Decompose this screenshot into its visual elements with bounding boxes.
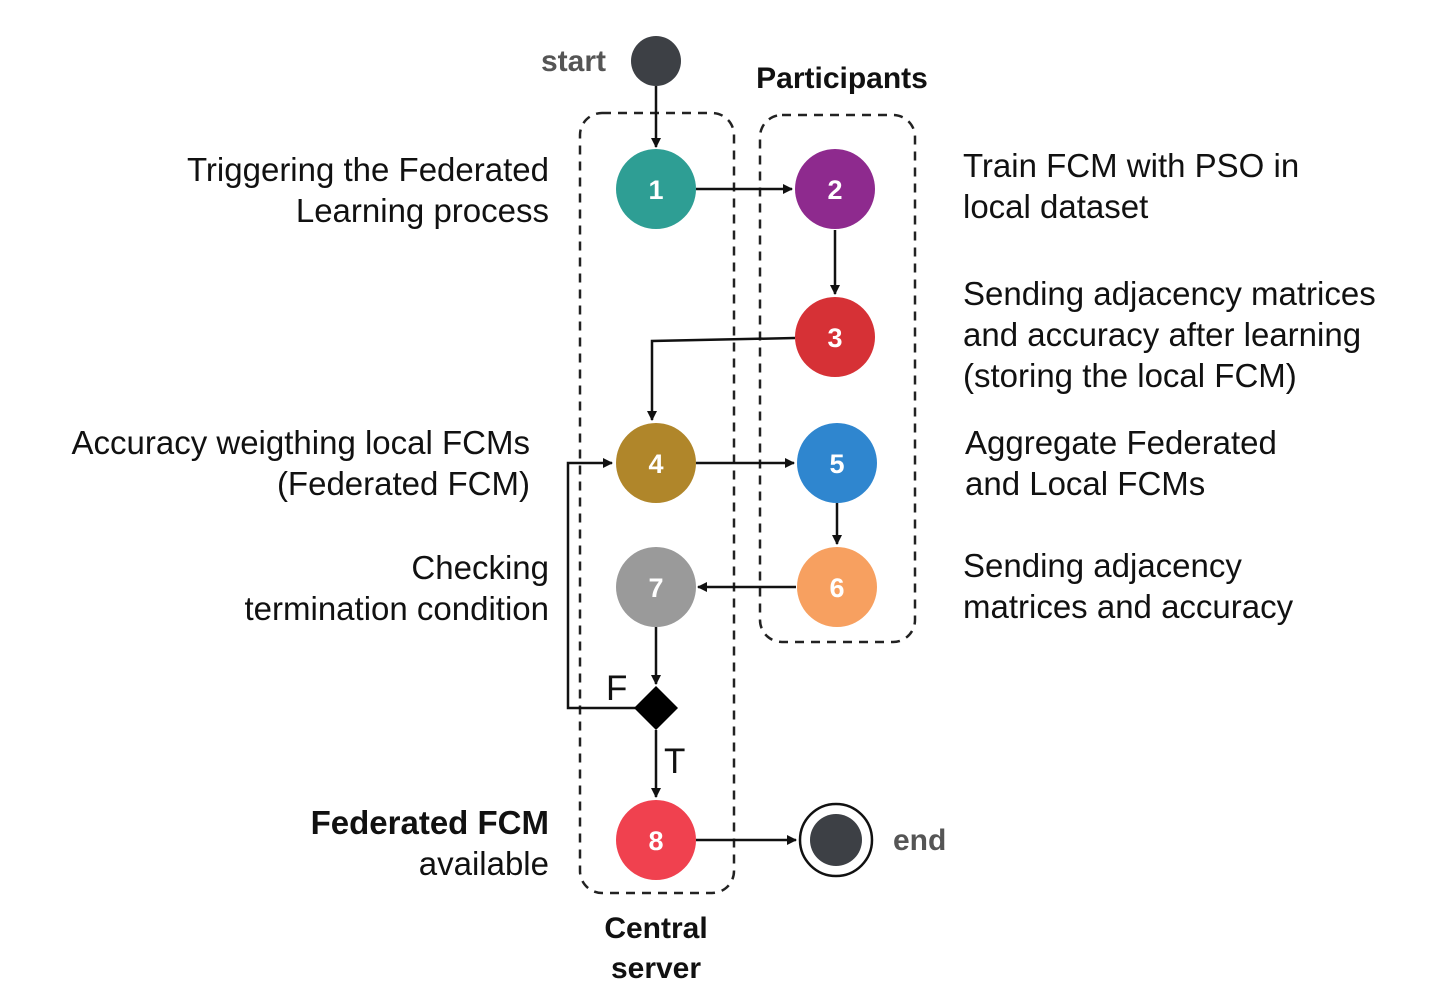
node-4-description-line-2: (Federated FCM) <box>277 465 530 502</box>
node-3: 3 <box>795 297 875 377</box>
central-server-label-line-2: server <box>611 952 701 985</box>
node-8-circle <box>616 800 696 880</box>
node-3-description-line-2: and accuracy after learning <box>963 316 1361 353</box>
start-label: start <box>541 45 606 78</box>
node-2-number: 2 <box>827 175 842 205</box>
edge-decision-false-to-4 <box>566 458 636 710</box>
node-3-description-line-1: Sending adjacency matrices <box>963 275 1376 312</box>
node-7-description-line-2: termination condition <box>244 590 549 627</box>
node-1-circle <box>616 149 696 229</box>
node-8-description-line-1: Federated FCM <box>311 804 549 841</box>
decision-true-label: T <box>664 742 685 781</box>
node-2-description-line-1: Train FCM with PSO in <box>963 147 1299 184</box>
node-6-description-line-1: Sending adjacency <box>963 547 1242 584</box>
node-3-circle <box>795 297 875 377</box>
edge-3-to-4 <box>647 336 796 421</box>
central-server-label-line-1: Central <box>604 912 707 945</box>
node-2-circle <box>795 149 875 229</box>
node-1-description-line-2: Learning process <box>296 192 549 229</box>
node-6-description-line-2: matrices and accuracy <box>963 588 1294 625</box>
node-5-circle <box>797 423 877 503</box>
node-3-description-line-3: (storing the local FCM) <box>963 357 1297 394</box>
node-6-circle <box>797 547 877 627</box>
node-8-description-line-2: available <box>419 845 549 882</box>
node-1-number: 1 <box>648 175 663 205</box>
node-4-number: 4 <box>648 449 663 479</box>
node-3-number: 3 <box>827 323 842 353</box>
node-6: 6 <box>797 547 877 627</box>
node-7: 7 <box>616 547 696 627</box>
node-1: 1 <box>616 149 696 229</box>
node-5-description-line-1: Aggregate Federated <box>965 424 1277 461</box>
node-7-description-line-1: Checking <box>411 549 549 586</box>
end-label: end <box>893 824 946 857</box>
node-2-description-line-2: local dataset <box>963 188 1148 225</box>
participants-label: Participants <box>756 62 928 95</box>
node-7-number: 7 <box>648 573 663 603</box>
decision-diamond <box>634 686 678 730</box>
node-5-number: 5 <box>829 449 844 479</box>
node-7-circle <box>616 547 696 627</box>
node-5: 5 <box>797 423 877 503</box>
decision-false-label: F <box>606 669 627 708</box>
node-4: 4 <box>616 423 696 503</box>
edges <box>566 86 842 845</box>
node-6-number: 6 <box>829 573 844 603</box>
node-8-number: 8 <box>648 826 663 856</box>
participants-lane <box>758 113 917 644</box>
node-1-description-line-1: Triggering the Federated <box>187 151 549 188</box>
node-2: 2 <box>795 149 875 229</box>
node-4-circle <box>616 423 696 503</box>
node-4-description-line-1: Accuracy weigthing local FCMs <box>72 424 531 461</box>
end-node <box>798 802 874 878</box>
node-8: 8 <box>616 800 696 880</box>
start-node <box>631 36 681 86</box>
node-5-description-line-2: and Local FCMs <box>965 465 1205 502</box>
